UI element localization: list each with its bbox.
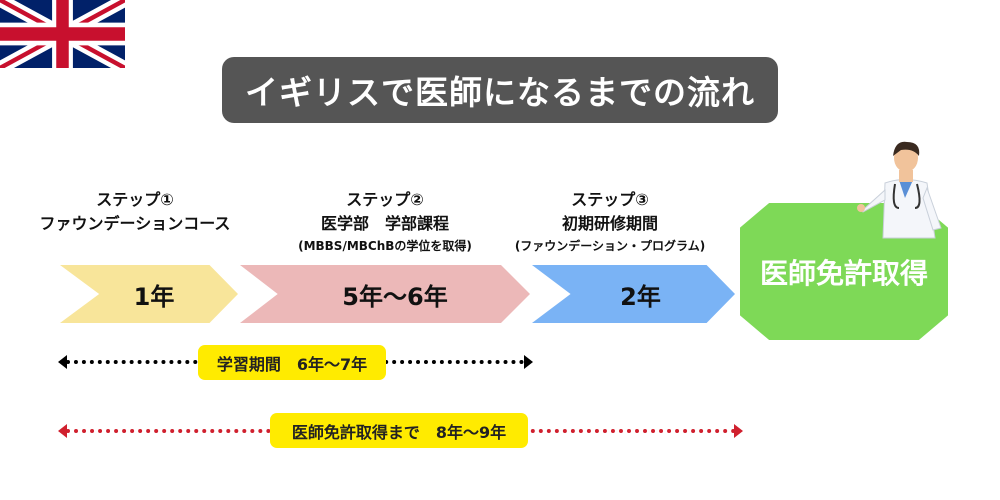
step-2-duration: 5年〜6年 <box>342 282 448 311</box>
license-period-label: 医師免許取得まで 8年〜9年 <box>270 413 528 448</box>
step-1-duration: 1年 <box>133 282 175 311</box>
page-title: イギリスで医師になるまでの流れ <box>222 57 778 123</box>
step-1-heading: ステップ① <box>96 190 174 209</box>
step-1-name: ファウンデーションコース <box>39 214 231 233</box>
step-2-note: (MBBS/MBChBの学位を取得) <box>298 239 472 253</box>
step-3-note: (ファウンデーション・プログラム) <box>514 239 706 253</box>
arrow-right-icon <box>524 355 533 369</box>
doctor-illustration-icon <box>857 141 942 239</box>
step-2-name: 医学部 学部課程 <box>320 214 449 233</box>
step-2-heading: ステップ② <box>346 190 424 209</box>
arrow-right-icon <box>734 424 743 438</box>
step-3-heading: ステップ③ <box>571 190 649 209</box>
step-2-duration-arrow: 5年〜6年 <box>240 265 530 323</box>
goal-label: 医師免許取得 <box>759 256 928 290</box>
step-3-label: ステップ③ 初期研修期間 (ファウンデーション・プログラム) <box>480 188 740 256</box>
step-1-duration-arrow: 1年 <box>60 265 238 323</box>
step-3-duration-arrow: 2年 <box>532 265 735 323</box>
step-3-duration: 2年 <box>620 282 661 311</box>
step-1-label: ステップ① ファウンデーションコース <box>10 188 260 236</box>
step-3-name: 初期研修期間 <box>561 214 658 233</box>
united-kingdom-flag-icon <box>0 0 125 68</box>
study-period-label: 学習期間 6年〜7年 <box>198 345 386 380</box>
step-2-label: ステップ② 医学部 学部課程 (MBBS/MBChBの学位を取得) <box>250 188 520 256</box>
arrow-left-icon <box>58 355 67 369</box>
arrow-left-icon <box>58 424 67 438</box>
